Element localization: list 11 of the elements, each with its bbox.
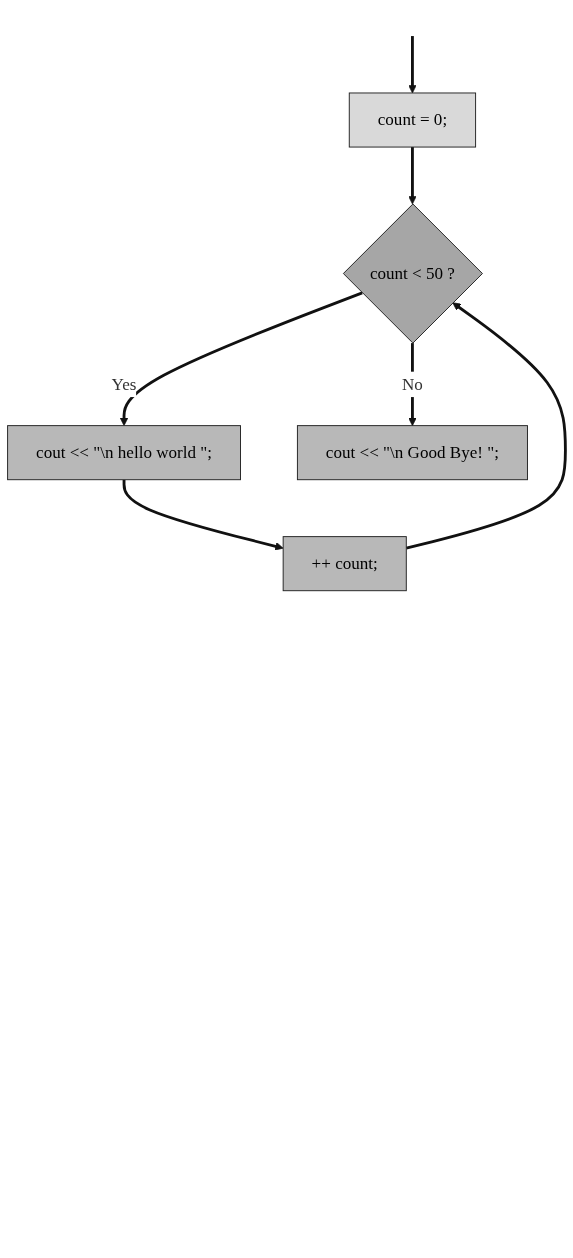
arrow (408, 147, 417, 205)
node-box: ++ count; (282, 536, 407, 592)
arrow (408, 36, 417, 94)
edge-label: No (402, 374, 423, 394)
arrow (119, 291, 363, 426)
node-box: cout << "\n Good Bye! "; (296, 425, 528, 481)
node-box: count = 0; (348, 92, 477, 148)
node-diamond: count < 50 ? (342, 203, 483, 344)
edge-label: Yes (111, 374, 137, 394)
node-box: cout << "\n hello world "; (7, 425, 241, 481)
arrow (122, 479, 284, 551)
